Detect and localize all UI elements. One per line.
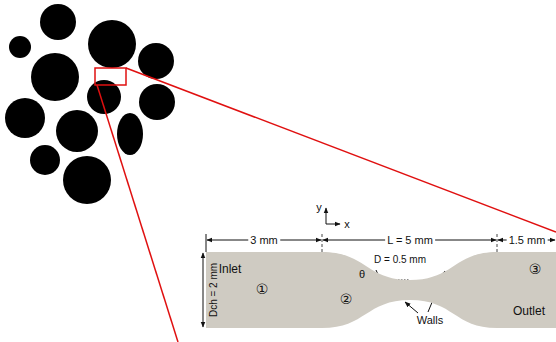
dimension-lines: [203, 234, 555, 327]
dimension-label: 1.5 mm: [507, 234, 548, 246]
porous-grains: [5, 4, 175, 204]
leader-line: [428, 271, 445, 312]
axes: [326, 208, 340, 224]
dimension-label: D = 0.5 mm: [374, 254, 426, 265]
angle-label: θ: [359, 268, 365, 280]
reference-line: [368, 280, 409, 281]
flow-region: ③ Outlet: [497, 252, 556, 328]
channel-fill: [322, 252, 497, 328]
dimension-label: L = 5 mm: [385, 234, 435, 246]
angle-arc: [376, 270, 378, 280]
dimension-label: Dch = 2 mm: [208, 263, 219, 317]
zoom-line: [126, 68, 556, 232]
axis-label: y: [316, 201, 322, 213]
zoom-box: [95, 68, 126, 85]
dimension-label: 3 mm: [248, 234, 280, 246]
zoom-line: [97, 85, 178, 342]
region-number: ③: [529, 262, 542, 277]
region-number: ②: [340, 292, 353, 307]
region-boundary: [322, 234, 497, 328]
axis-label: x: [344, 218, 350, 230]
part-label: Walls: [417, 314, 443, 326]
region-number: ①: [256, 282, 269, 297]
leader-line: [405, 302, 418, 313]
region-name: Inlet: [219, 263, 242, 276]
throat-dimension: [410, 281, 411, 299]
region-name: Outlet: [513, 305, 545, 318]
flow-region: Inlet ①: [206, 252, 322, 328]
